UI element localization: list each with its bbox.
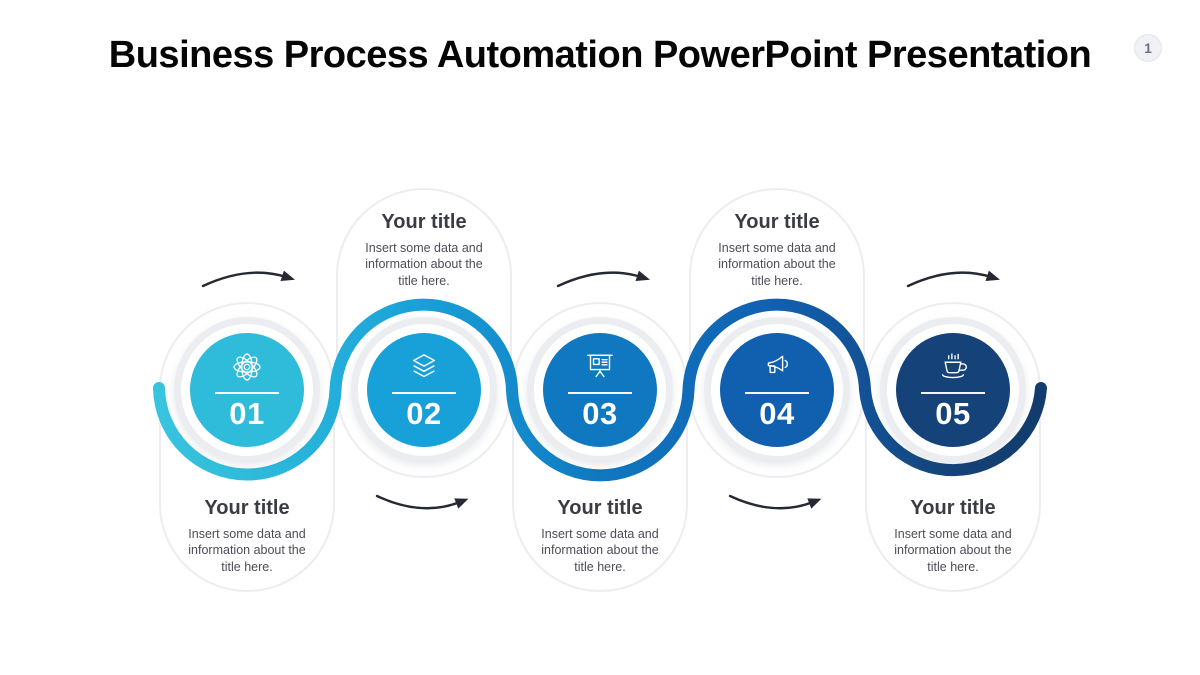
coffee-cup-icon	[934, 348, 972, 386]
step5-circle: 05	[880, 317, 1026, 463]
step1-circle: 01	[174, 317, 320, 463]
step-title: Your title	[204, 497, 290, 519]
step-description: Insert some data and information about t…	[188, 527, 306, 574]
step1-text-block: Your title Insert some data and informat…	[162, 497, 332, 575]
page-number-badge: 1	[1134, 34, 1162, 62]
step5-text-block: Your title Insert some data and informat…	[868, 497, 1038, 575]
step3-text-block: Your title Insert some data and informat…	[515, 497, 685, 575]
step-number: 01	[229, 396, 265, 432]
step2-circle: 02	[351, 317, 497, 463]
slide-title: Business Process Automation PowerPoint P…	[108, 34, 1092, 76]
step-title: Your title	[381, 211, 467, 233]
step-title: Your title	[734, 211, 820, 233]
arrow-right-icon	[201, 270, 295, 288]
step-title: Your title	[557, 497, 643, 519]
arrow-right-icon	[375, 494, 469, 510]
step-description: Insert some data and information about t…	[894, 527, 1012, 574]
step-number: 03	[582, 396, 618, 432]
step4-text-block: Your title Insert some data and informat…	[692, 211, 862, 289]
arrow-right-icon	[906, 270, 1000, 288]
divider-line	[392, 392, 456, 395]
step4-circle: 04	[704, 317, 850, 463]
divider-line	[745, 392, 809, 395]
divider-line	[568, 392, 632, 395]
step-description: Insert some data and information about t…	[718, 241, 836, 288]
step-description: Insert some data and information about t…	[365, 241, 483, 288]
presentation-board-icon	[581, 348, 619, 386]
step-number: 02	[406, 396, 442, 432]
step-number: 04	[759, 396, 795, 432]
divider-line	[215, 392, 279, 395]
divider-line	[921, 392, 985, 395]
megaphone-icon	[758, 348, 796, 386]
step3-circle: 03	[527, 317, 673, 463]
step-number: 05	[935, 396, 971, 432]
atom-icon	[228, 348, 266, 386]
arrow-right-icon	[556, 270, 650, 288]
step-description: Insert some data and information about t…	[541, 527, 659, 574]
arrow-right-icon	[728, 494, 822, 510]
step2-text-block: Your title Insert some data and informat…	[339, 211, 509, 289]
step-title: Your title	[910, 497, 996, 519]
layers-icon	[405, 348, 443, 386]
